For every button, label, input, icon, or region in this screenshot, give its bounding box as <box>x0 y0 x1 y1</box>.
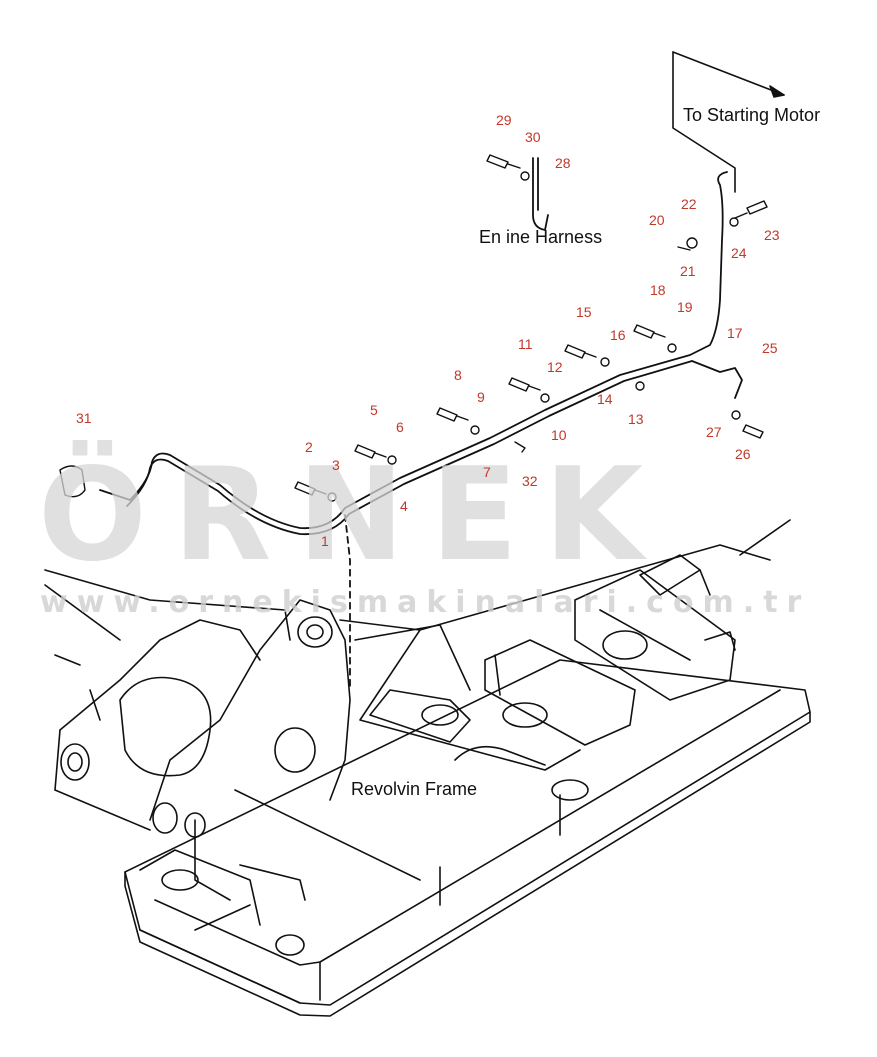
callout-3: 3 <box>332 457 340 473</box>
watermark-url: www.ornekismakinalari.com.tr <box>40 585 811 620</box>
callout-32: 32 <box>522 473 538 489</box>
label-starting-motor: To Starting Motor <box>683 105 821 125</box>
bolt-symbols <box>59 154 768 502</box>
callout-17: 17 <box>727 325 743 341</box>
callout-4: 4 <box>400 498 408 514</box>
callout-11: 11 <box>518 336 533 352</box>
callout-8: 8 <box>454 367 462 383</box>
label-engine-harness: En ine Harness <box>479 227 603 247</box>
revolving-frame <box>44 519 811 1017</box>
callout-2: 2 <box>305 439 313 455</box>
starting-motor-arrow <box>672 51 785 193</box>
callout-20: 20 <box>649 212 665 228</box>
callout-12: 12 <box>547 359 563 375</box>
callout-15: 15 <box>576 304 592 320</box>
callout-6: 6 <box>396 419 404 435</box>
callout-24: 24 <box>731 245 747 261</box>
callout-25: 25 <box>762 340 778 356</box>
callout-5: 5 <box>370 402 378 418</box>
callout-27: 27 <box>706 424 722 440</box>
callout-10: 10 <box>551 427 567 443</box>
watermark-brand: ÖRNEK <box>38 441 670 590</box>
battery-cable <box>99 157 743 691</box>
callout-23: 23 <box>764 227 780 243</box>
callout-1: 1 <box>321 533 329 549</box>
callout-16: 16 <box>610 327 626 343</box>
callout-9: 9 <box>477 389 485 405</box>
callout-7: 7 <box>483 464 491 480</box>
callout-14: 14 <box>597 391 613 407</box>
callout-30: 30 <box>525 129 541 145</box>
callout-29: 29 <box>496 112 512 128</box>
label-revolving-frame: Revolvin Frame <box>351 779 478 799</box>
callout-19: 19 <box>677 299 693 315</box>
callout-18: 18 <box>650 282 666 298</box>
callout-22: 22 <box>681 196 697 212</box>
callout-31: 31 <box>76 410 92 426</box>
callout-26: 26 <box>735 446 751 462</box>
callout-13: 13 <box>628 411 644 427</box>
callout-21: 21 <box>680 263 696 279</box>
callout-28: 28 <box>555 155 571 171</box>
